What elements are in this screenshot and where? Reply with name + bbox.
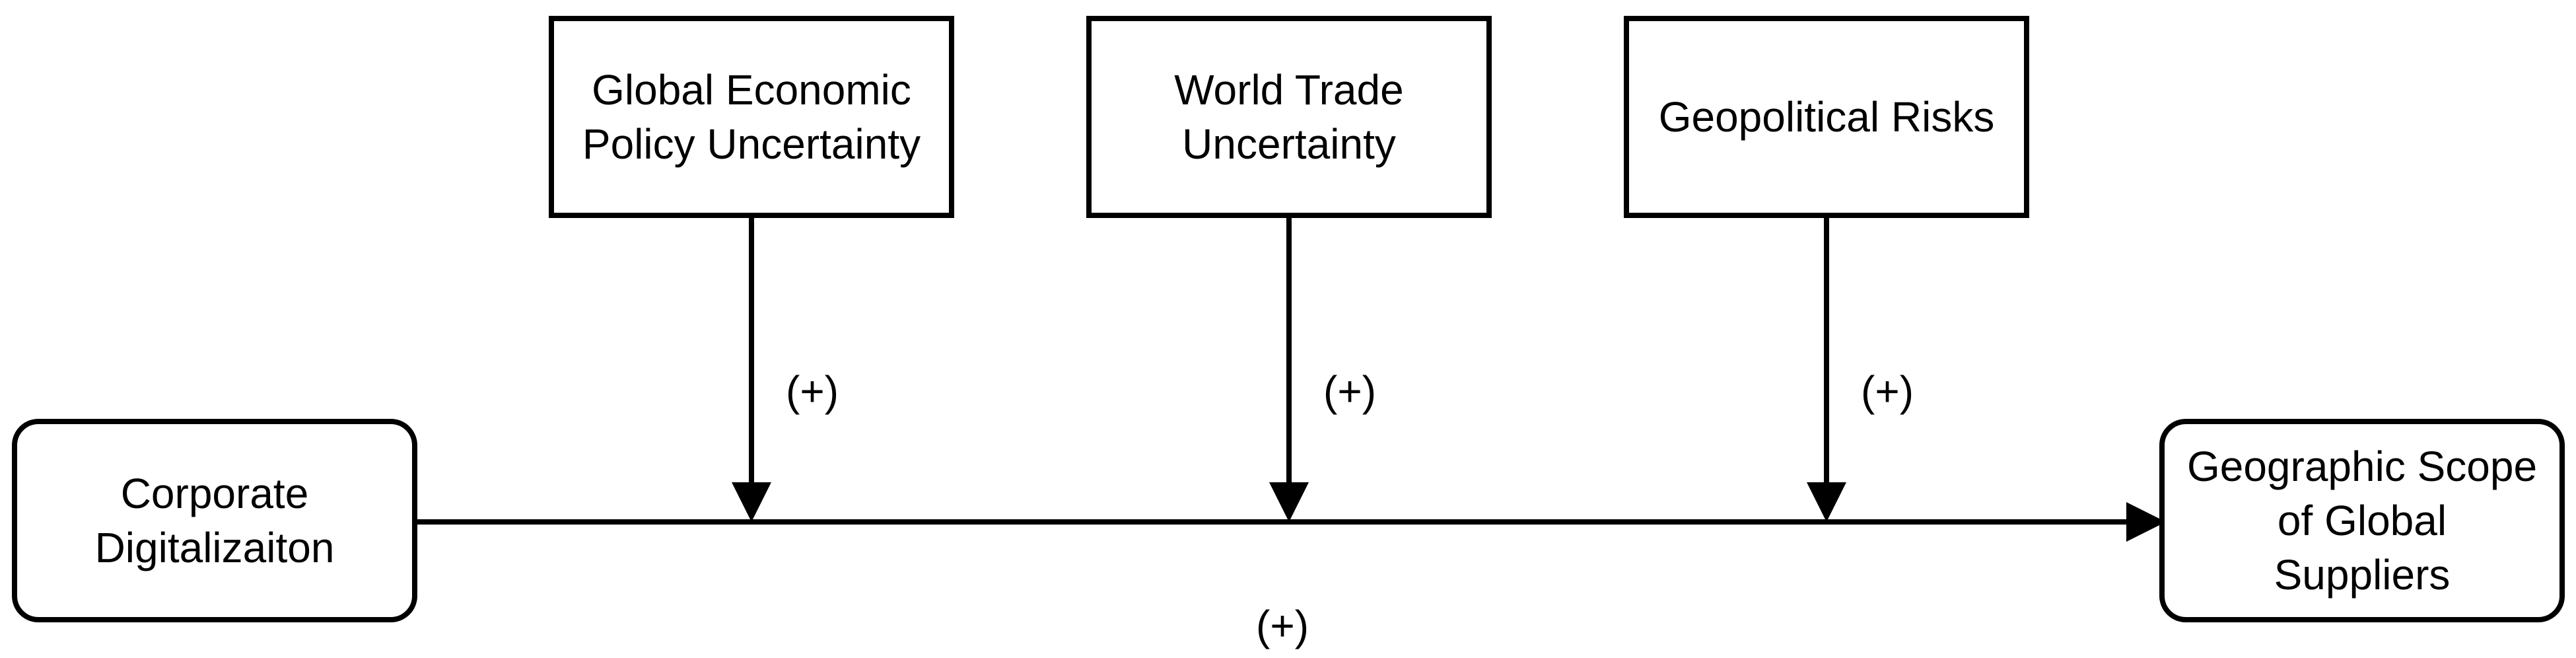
moderator-box-trade-uncertainty: World Trade Uncertainty xyxy=(1086,16,1492,218)
independent-variable-box: Corporate Digitalizaiton xyxy=(12,419,417,622)
moderator-label-geopolitical-risks: Geopolitical Risks xyxy=(1658,93,1995,141)
moderator-sign-trade-uncertainty: (+) xyxy=(1323,367,1376,415)
moderator-arrowhead-trade-uncertainty xyxy=(1269,482,1309,522)
moderator-sign-policy-uncertainty: (+) xyxy=(786,367,839,415)
moderator-label-policy-uncertainty: Global Economic Policy Uncertainty xyxy=(582,66,921,168)
moderator-label-trade-uncertainty: World Trade Uncertainty xyxy=(1174,66,1404,168)
main-effect-sign: (+) xyxy=(1256,602,1309,649)
moderator-box-policy-uncertainty: Global Economic Policy Uncertainty xyxy=(549,16,954,218)
moderator-sign-geopolitical-risks: (+) xyxy=(1861,367,1914,415)
moderator-arrowhead-geopolitical-risks xyxy=(1807,482,1846,522)
main-effect-arrowhead xyxy=(2126,502,2166,542)
moderator-arrowhead-policy-uncertainty xyxy=(732,482,771,522)
dependent-variable-label: Geographic Scope of Global Suppliers xyxy=(2186,443,2538,599)
independent-variable-label: Corporate Digitalizaiton xyxy=(94,470,335,571)
moderator-box-geopolitical-risks: Geopolitical Risks xyxy=(1624,16,2029,218)
dependent-variable-box: Geographic Scope of Global Suppliers xyxy=(2159,419,2565,622)
